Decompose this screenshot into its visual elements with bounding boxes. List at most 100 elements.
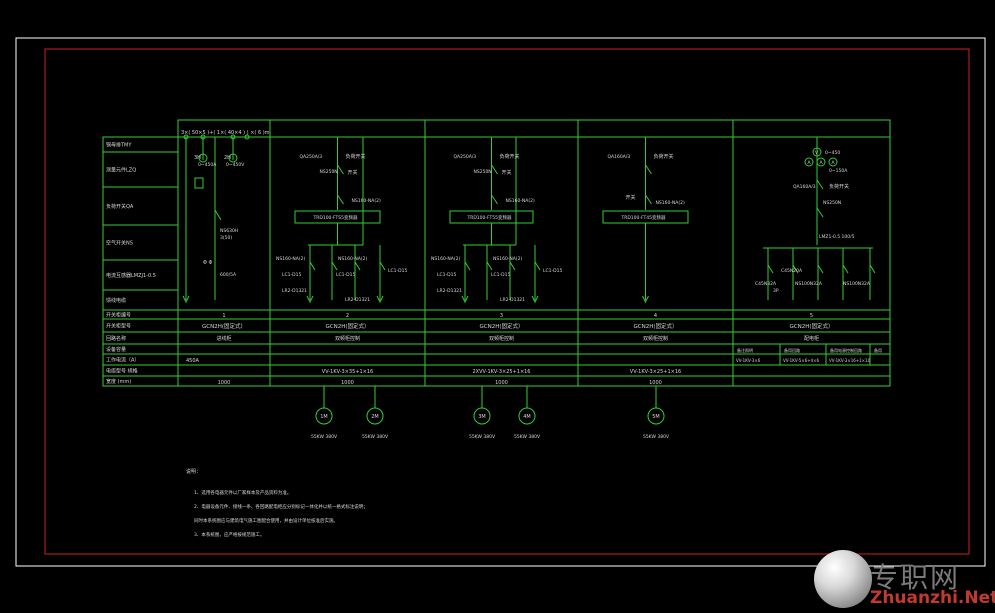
arrow — [531, 295, 539, 304]
comp: LC1-D15 — [491, 272, 510, 278]
comp: 0~450V — [226, 162, 245, 168]
ammeter-circle — [804, 157, 814, 167]
switch-blade — [491, 194, 498, 205]
sub-cable: VV-1KV-3×16+1×10 — [829, 358, 871, 363]
row-label: 电流互感器LMZJ1-0.5 — [106, 272, 156, 279]
contact — [534, 261, 541, 271]
ammeter-circle — [198, 153, 208, 163]
note-item: 3、本系统图，应严格按规范施工。 — [194, 531, 264, 538]
switch-blade — [337, 164, 344, 175]
arrow — [461, 295, 469, 304]
comp: NS160-NA(2) — [276, 256, 305, 262]
switch-blade — [491, 164, 498, 175]
voltmeter-circle — [812, 147, 822, 157]
comp: 0~450A — [198, 162, 217, 168]
comp: 负荷开关 — [346, 153, 366, 160]
contact — [464, 261, 471, 271]
comp: NS160-NA(2) — [656, 200, 685, 206]
motor-rating: 55KW 380V — [362, 434, 389, 440]
comp: 开关 — [502, 169, 512, 176]
comp: A — [808, 160, 812, 166]
motor-id: 5M — [652, 414, 660, 420]
comp: LMZ1-0.5 100/5 — [819, 234, 855, 240]
comp: NS160-NA(2) — [431, 256, 460, 262]
sub-header: 备用电源控制回路 — [830, 347, 862, 353]
contact — [869, 264, 876, 274]
contact — [486, 261, 493, 271]
comp: NS100N32A — [843, 281, 871, 287]
comp: LR2-D1321 — [437, 288, 462, 294]
cabinet-model: GCN2H(固定式） — [480, 322, 524, 330]
comp: 负荷开关 — [829, 183, 849, 190]
row-label: 宽度 (mm) — [106, 378, 131, 385]
note-item: 同时本系统图应与建筑电气施工图配合使用，并由设计单位核准后实施。 — [194, 517, 338, 524]
contact — [331, 261, 338, 271]
comp: LC1-D15 — [543, 268, 562, 274]
comp: NS160-NA(2) — [352, 198, 381, 204]
comp: 负荷开关 — [500, 153, 520, 160]
motor-rating: 55KW 380V — [311, 434, 338, 440]
contact — [767, 264, 774, 274]
cabinet-number: 2 — [346, 313, 349, 319]
contact — [842, 264, 849, 274]
row-label: 工作电流（A） — [106, 357, 139, 364]
motor-id: 4M — [523, 414, 531, 420]
comp: LC1-D15 — [437, 272, 456, 278]
comp: NS160-NA(2) — [493, 256, 522, 262]
cabinet-number: 5 — [810, 313, 813, 319]
watermark-logo — [814, 550, 872, 608]
sub-cable: VV-1KV-5×6+4×6 — [783, 358, 819, 363]
cabinet-circuit: 进线柜 — [216, 335, 231, 342]
comp: C45N20A — [781, 268, 803, 274]
motor-rating: 55KW 380V — [514, 434, 541, 440]
motor-circle — [315, 407, 333, 425]
ammeter-circle — [816, 157, 826, 167]
comp: LC1-D15 — [336, 272, 355, 278]
cabinet-model: GCN2H(固定式） — [202, 322, 246, 330]
comp: NS250N — [474, 169, 492, 175]
cabinet-circuit: 配电柜 — [804, 335, 819, 342]
switch-blade — [816, 179, 824, 190]
motor-rating: 55KW 380V — [469, 434, 496, 440]
comp: 开关 — [348, 169, 358, 176]
contact — [354, 261, 361, 271]
comp: LR2-D1321 — [500, 297, 525, 303]
comp: TRD100-FT45变频器 — [620, 214, 666, 221]
comp: TRD100-FT55变频器 — [466, 214, 512, 221]
comp: NS160-NA(2) — [338, 256, 367, 262]
comp: 2H — [224, 155, 231, 161]
cabinet-cable: 2XVV-1KV-3×25+1×16 — [472, 369, 530, 375]
voltmeter-circle — [228, 153, 238, 163]
motor-id: 3M — [478, 414, 486, 420]
note-item: 2、电器设备元件、接线一条、各回路配电柜应分别标记一体化并以统一格式标注说明； — [194, 503, 368, 510]
switch-blade — [214, 209, 222, 221]
arrow — [376, 295, 384, 304]
comp: C45N32A — [755, 281, 777, 287]
comp: 0~150A — [829, 168, 848, 174]
row-label: 电缆型号 规格 — [106, 368, 138, 375]
watermark-cn: 专职网 — [870, 561, 961, 594]
comp: V — [815, 150, 819, 156]
row-label: 开关柜型号 — [106, 323, 131, 330]
comp: LC1-D15 — [388, 268, 407, 274]
comp: LR2-D1321 — [345, 297, 370, 303]
comp: A — [832, 160, 836, 166]
sub-header: 备用回路 — [784, 347, 800, 353]
contact — [792, 264, 799, 274]
sub-header: 备注照明 — [737, 347, 753, 353]
busbar-label: 3×( 50×5 )+( 1×( 40×4 ) ) ×( 6 )m — [181, 130, 270, 136]
motor-circle — [647, 407, 665, 425]
cabinet-circuit: 双频柜控制 — [335, 335, 360, 342]
row-label: 空气开关NS — [106, 240, 133, 247]
notes-title: 说明： — [186, 468, 201, 475]
cabinet-current: 450A — [186, 358, 200, 364]
cabinet-width: 1000 — [649, 380, 662, 386]
comp: NS100N32A — [795, 281, 823, 287]
diagram-labels: 铜母排TMY测量元件LZQ负荷开关QA空气开关NS电流互感器LMZJ1-0.5馈… — [106, 130, 882, 538]
comp: Φ Φ — [203, 260, 213, 266]
comp: QA160A/3 — [608, 154, 631, 160]
diagram-frame — [177, 119, 891, 387]
comp: NS250N — [320, 169, 338, 175]
comp: NS160-NA(2) — [506, 198, 535, 204]
